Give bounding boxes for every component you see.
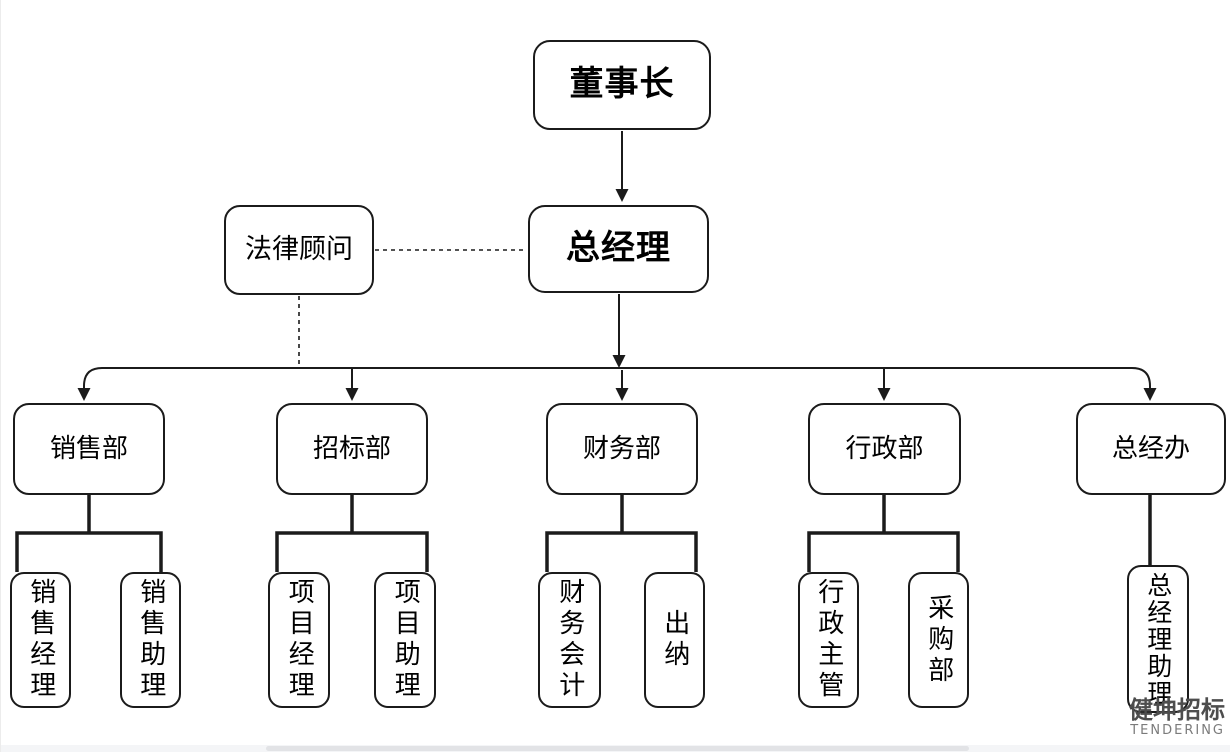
general-manager-node: 总经理 <box>528 205 709 293</box>
edge-finance-children <box>545 495 698 572</box>
horizontal-scrollbar-thumb[interactable] <box>266 746 969 751</box>
staff-node-admin-supervisor: 行政主管 <box>798 572 859 708</box>
dept-node-sales: 销售部 <box>13 403 165 495</box>
staff-node-sales-assistant: 销售助理 <box>120 572 181 708</box>
chairman-node: 董事长 <box>533 40 711 130</box>
staff-node-accountant: 财务会计 <box>538 572 601 708</box>
staff-node-purchasing: 采购部 <box>908 572 969 708</box>
edge-admin-children <box>807 495 960 572</box>
dept-node-gm-office: 总经办 <box>1076 403 1226 495</box>
dept-node-tendering: 招标部 <box>276 403 428 495</box>
legal-advisor-node: 法律顾问 <box>224 205 374 295</box>
staff-node-gm-assistant: 总经理助理 <box>1127 565 1189 713</box>
staff-node-project-manager: 项目经理 <box>268 572 330 708</box>
edge-bus <box>83 367 1151 390</box>
horizontal-scrollbar-track[interactable] <box>1 745 1230 752</box>
staff-node-cashier: 出纳 <box>644 572 705 708</box>
staff-node-sales-manager: 销售经理 <box>10 572 71 708</box>
staff-node-project-assistant: 项目助理 <box>374 572 436 708</box>
dept-node-admin: 行政部 <box>808 403 961 495</box>
edge-sales-children <box>15 495 163 572</box>
dept-node-finance: 财务部 <box>546 403 698 495</box>
edge-tender-children <box>275 495 429 572</box>
arrowheads <box>77 189 1157 401</box>
